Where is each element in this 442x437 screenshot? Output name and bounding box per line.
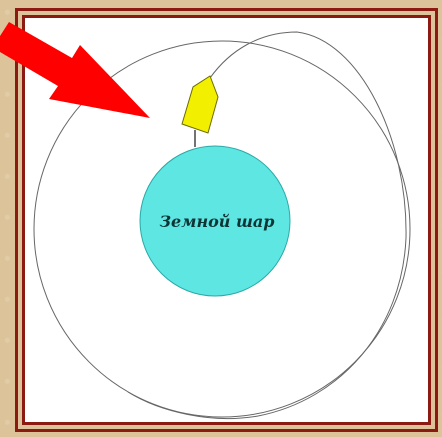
red-arrow-icon	[0, 22, 150, 118]
earth-label: Земной шар	[160, 212, 275, 231]
satellite-icon	[182, 76, 218, 133]
